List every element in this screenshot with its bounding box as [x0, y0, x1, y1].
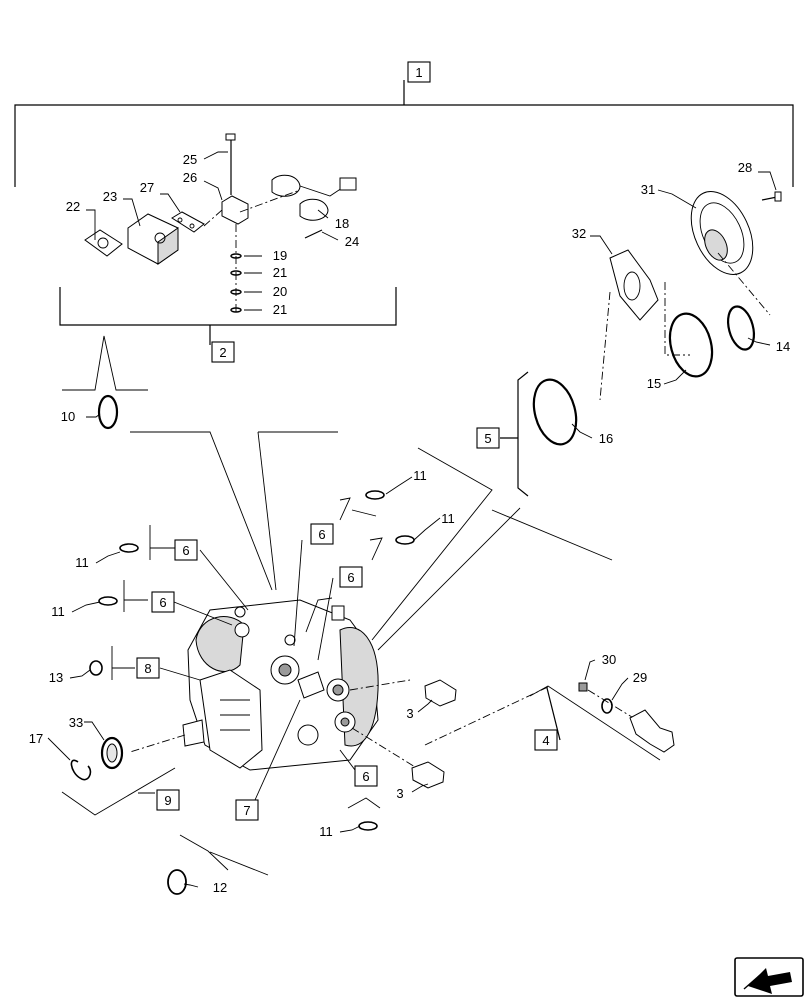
cover-group	[599, 191, 782, 401]
callout-21b: 21	[273, 302, 287, 317]
fittings-group	[349, 679, 457, 789]
assembly-4-group	[424, 682, 675, 761]
callout-6d: 6	[347, 570, 354, 585]
snap-ring-17	[70, 759, 92, 781]
assembly-9-bracket	[61, 767, 176, 816]
solenoid-group	[203, 133, 357, 312]
arrow-navigation-icon[interactable]	[734, 957, 804, 997]
callout-9: 9	[164, 793, 171, 808]
assembly-5-bracket	[500, 371, 578, 497]
callout-3a: 3	[406, 706, 413, 721]
valve-block-group	[84, 211, 205, 265]
detail-brackets	[111, 497, 383, 876]
callout-24: 24	[345, 234, 359, 249]
callout-31: 31	[641, 182, 655, 197]
shaft-axis	[129, 734, 186, 753]
callout-6b: 6	[159, 595, 166, 610]
callout-21a: 21	[273, 265, 287, 280]
callout-17: 17	[29, 731, 43, 746]
callout-11d: 11	[51, 604, 65, 619]
callout-32: 32	[572, 226, 586, 241]
callout-11e: 11	[319, 824, 333, 839]
shaft-seal-33	[100, 736, 124, 770]
callout-16: 16	[599, 431, 613, 446]
callout-10: 10	[61, 409, 75, 424]
small-seals-stack	[230, 253, 242, 313]
callout-6c: 6	[318, 527, 325, 542]
callout-14: 14	[776, 339, 790, 354]
assembly-2-bracket	[59, 287, 397, 345]
callout-2: 2	[219, 345, 226, 360]
callout-1: 1	[415, 65, 422, 80]
callout-4: 4	[542, 733, 549, 748]
callout-5: 5	[484, 431, 491, 446]
callout-labels: 1 2 3 3 4 5 6 6 6 6 6 7 8 9 10 11 11 11 …	[29, 61, 790, 895]
hydraulic-pump	[182, 597, 379, 771]
callout-8: 8	[144, 661, 151, 676]
callout-11a: 11	[413, 468, 427, 483]
callout-13: 13	[49, 670, 63, 685]
callout-28: 28	[738, 160, 752, 175]
callout-3b: 3	[396, 786, 403, 801]
callout-30: 30	[602, 652, 616, 667]
callout-20: 20	[273, 284, 287, 299]
callout-11b: 11	[441, 511, 455, 526]
callout-leaders	[47, 151, 777, 888]
callout-11c: 11	[75, 555, 89, 570]
callout-19: 19	[273, 248, 287, 263]
detail-marker	[62, 335, 148, 391]
callout-6e: 6	[362, 769, 369, 784]
o-ring-10	[97, 394, 119, 430]
leader-lines	[130, 431, 613, 651]
callout-15: 15	[647, 376, 661, 391]
callout-26: 26	[183, 170, 197, 185]
callout-33: 33	[69, 715, 83, 730]
callout-6a: 6	[182, 543, 189, 558]
callout-23: 23	[103, 189, 117, 204]
assembly-1-bracket	[14, 80, 794, 187]
callout-7: 7	[243, 803, 250, 818]
callout-27: 27	[140, 180, 154, 195]
callout-18: 18	[335, 216, 349, 231]
callout-22: 22	[66, 199, 80, 214]
callout-12: 12	[213, 880, 227, 895]
callout-29: 29	[633, 670, 647, 685]
callout-25: 25	[183, 152, 197, 167]
